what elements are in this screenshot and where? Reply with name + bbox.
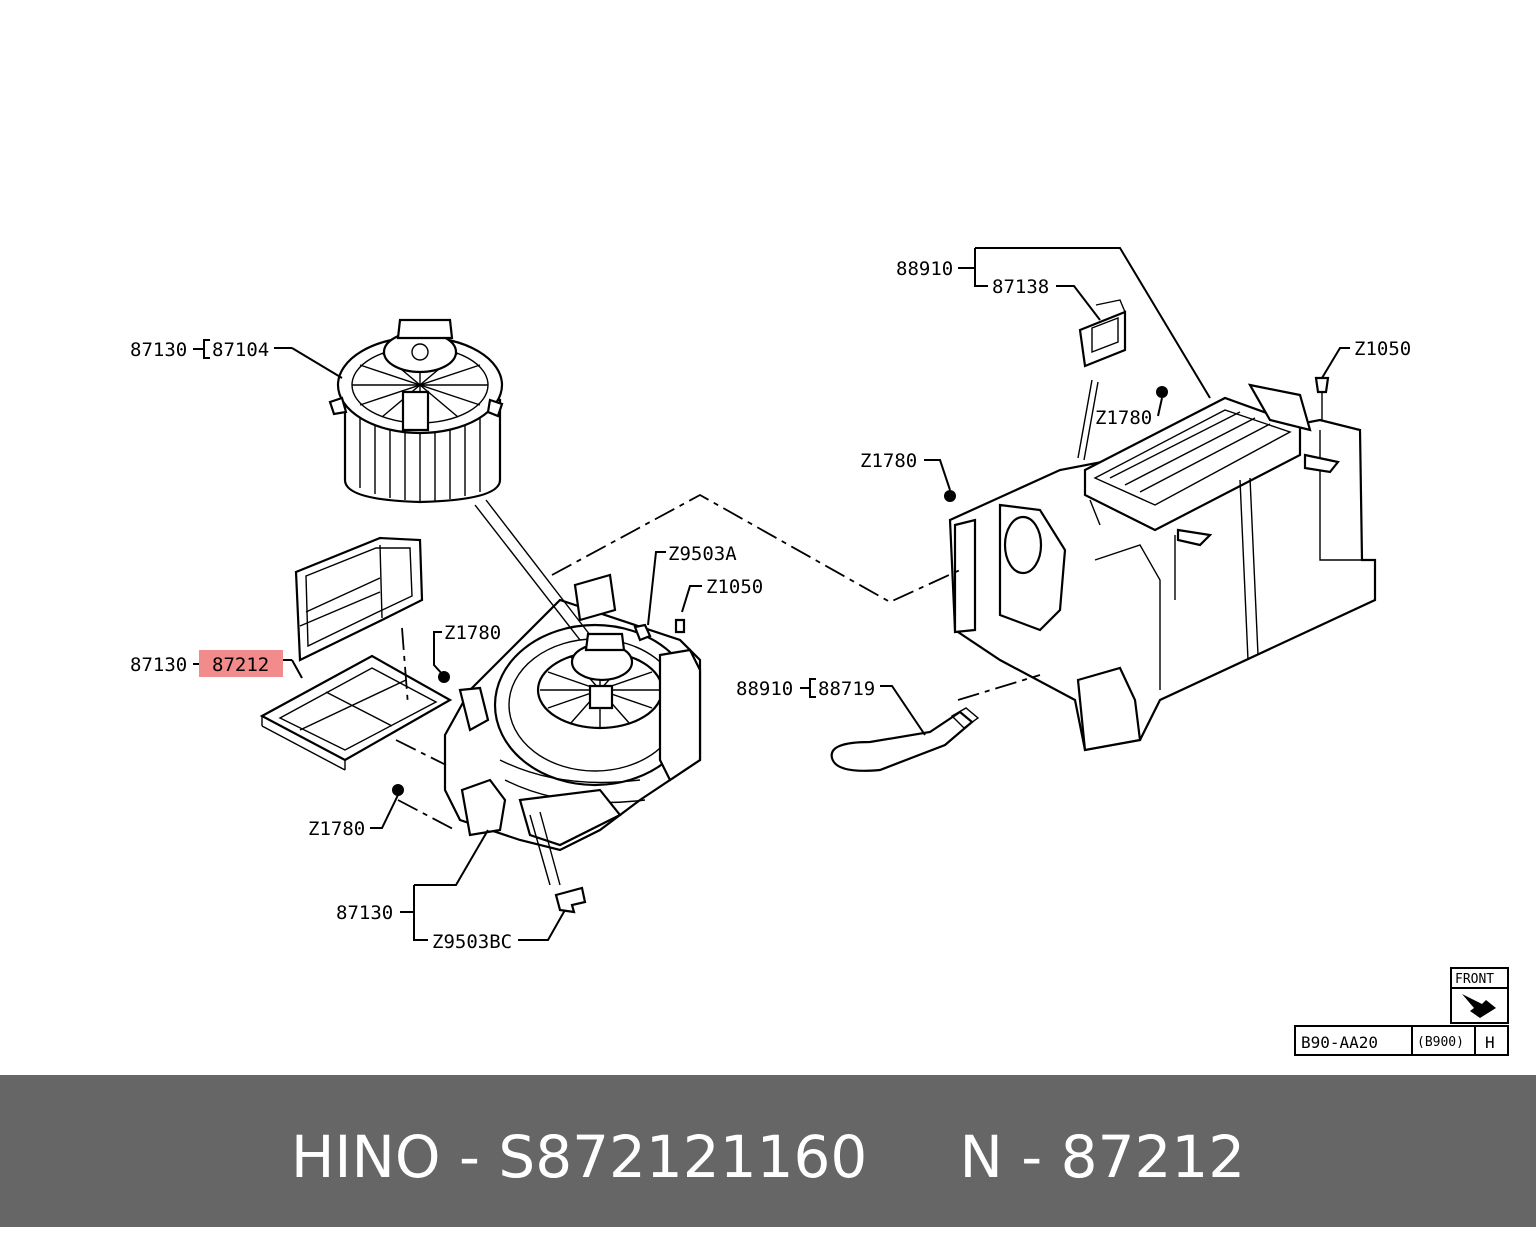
hvac-unit-drawing <box>948 383 1377 752</box>
label-z1780-left[interactable]: Z1780 <box>308 818 365 840</box>
footer-part-info: HINO - S872121160 N - 87212 <box>290 1123 1246 1191</box>
label-87130-filter-group[interactable]: 87130 <box>130 654 187 676</box>
label-z1050-center[interactable]: Z1050 <box>706 576 763 598</box>
reference-box: FRONT B90-AA20 (B900) H <box>1294 967 1509 1056</box>
reference-code: B90-AA20 <box>1301 1033 1378 1052</box>
label-z9503a[interactable]: Z9503A <box>668 543 737 565</box>
resistor-drawing <box>1078 299 1127 368</box>
label-87104-blower-motor[interactable]: 87104 <box>212 339 269 361</box>
label-z9503bc[interactable]: Z9503BC <box>432 931 512 953</box>
filter-frame-drawing <box>294 536 424 662</box>
label-87130-bracket-group[interactable]: 87130 <box>336 902 393 924</box>
label-z1780-right[interactable]: Z1780 <box>860 450 917 472</box>
label-z1050-right[interactable]: Z1050 <box>1354 338 1411 360</box>
footer-bar: HINO - S872121160 N - 87212 <box>0 1075 1536 1227</box>
drain-hose-drawing <box>830 707 980 772</box>
label-87212-highlight <box>199 650 283 677</box>
label-87130-blower-group[interactable]: 87130 <box>130 339 187 361</box>
label-z1780-right-top[interactable]: Z1780 <box>1095 407 1152 429</box>
front-arrow-icon <box>1462 994 1496 1018</box>
label-87212-air-filter[interactable]: 87212 <box>212 654 269 676</box>
reference-letter: H <box>1485 1033 1495 1052</box>
label-88719-drain-hose[interactable]: 88719 <box>818 678 875 700</box>
blower-motor-drawing <box>328 318 504 504</box>
label-z1780-center[interactable]: Z1780 <box>444 622 501 644</box>
label-88910-unit-group[interactable]: 88910 <box>896 258 953 280</box>
label-87138-resistor[interactable]: 87138 <box>992 276 1049 298</box>
blower-case-drawing <box>443 573 702 852</box>
parts-diagram: 87130 87104 87130 87212 Z1780 Z9503A Z10… <box>130 247 1509 1056</box>
reference-sub-code: (B900) <box>1417 1035 1464 1050</box>
label-88910-hose-group[interactable]: 88910 <box>736 678 793 700</box>
front-label: FRONT <box>1455 972 1494 987</box>
air-filter-drawing <box>259 654 453 771</box>
